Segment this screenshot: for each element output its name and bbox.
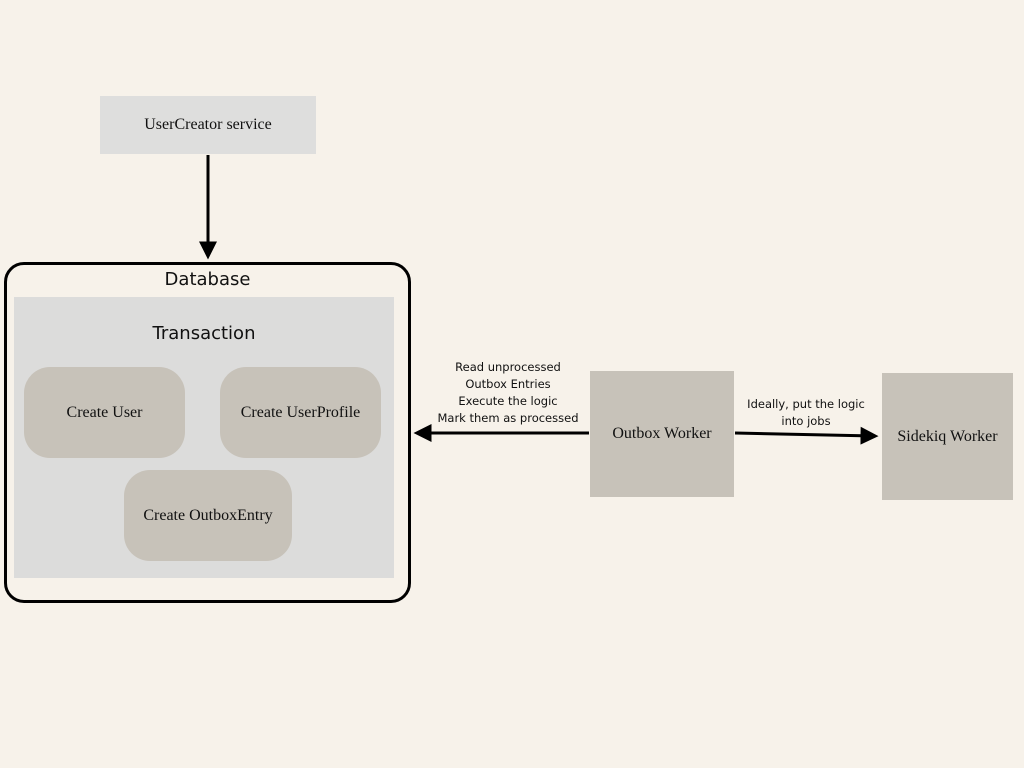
usercreator-service-box: UserCreator service (100, 96, 316, 154)
transaction-title: Transaction (152, 323, 256, 344)
outbox-worker-to-sidekiq-arrow (734, 426, 879, 445)
outbox-worker-label: Outbox Worker (612, 425, 712, 442)
note-line: Mark them as processed (437, 411, 579, 425)
sidekiq-worker-box: Sidekiq Worker (882, 373, 1013, 500)
note-line: Execute the logic (458, 394, 558, 408)
sidekiq-hint-note: Ideally, put the logic into jobs (740, 396, 872, 430)
note-line: into jobs (781, 414, 831, 428)
create-user-node: Create User (24, 367, 185, 458)
sidekiq-worker-label: Sidekiq Worker (897, 427, 998, 445)
create-outboxentry-label: Create OutboxEntry (143, 506, 273, 524)
create-user-label: Create User (66, 403, 143, 421)
usercreator-service-label: UserCreator service (144, 116, 272, 133)
outbox-worker-box: Outbox Worker (590, 371, 734, 497)
outbox-read-note: Read unprocessed Outbox Entries Execute … (425, 359, 591, 427)
create-userprofile-node: Create UserProfile (220, 367, 381, 458)
create-outboxentry-node: Create OutboxEntry (124, 470, 292, 561)
note-line: Ideally, put the logic (747, 397, 865, 411)
note-line: Outbox Entries (465, 377, 551, 391)
create-userprofile-label: Create UserProfile (240, 403, 361, 421)
note-line: Read unprocessed (455, 360, 561, 374)
database-title: Database (164, 269, 251, 290)
